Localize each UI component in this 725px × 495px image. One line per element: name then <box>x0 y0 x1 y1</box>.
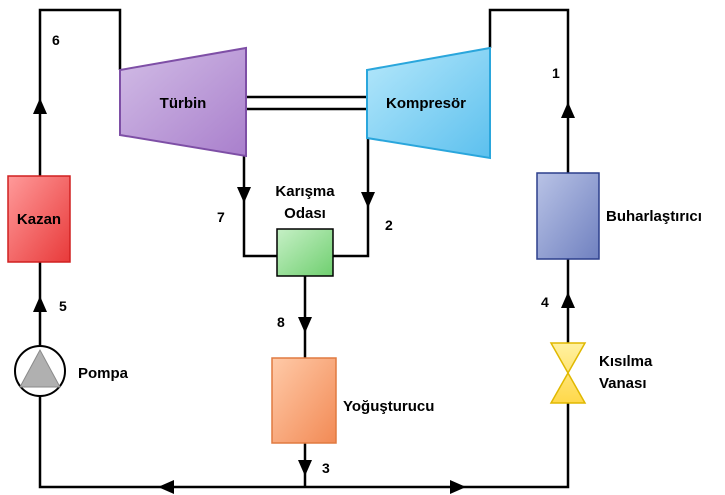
state-4-label: 4 <box>541 294 549 310</box>
pump-label: Pompa <box>78 365 129 382</box>
arrow-up-left-5-icon <box>33 296 47 312</box>
line-3-to-pump <box>38 395 300 489</box>
line-compressor-to-mixing <box>333 138 370 258</box>
valve-label-line2: Vanası <box>599 375 647 392</box>
arrow-down-3-icon <box>298 460 312 476</box>
pump-triangle-icon <box>19 348 61 388</box>
mixing-chamber-label-line2: Odası <box>284 205 326 222</box>
flow-arrows <box>33 98 575 494</box>
state-1-label: 1 <box>552 65 560 81</box>
pump: Pompa <box>14 345 129 397</box>
boiler: Kazan <box>7 175 71 263</box>
line-3-to-valve <box>300 403 570 489</box>
turbine: Türbin <box>119 46 247 158</box>
turbine-body <box>119 46 247 158</box>
state-7-label: 7 <box>217 209 225 225</box>
throttle-valve: Kısılma Vanası <box>549 342 653 404</box>
valve-body-icon <box>549 342 587 404</box>
boiler-body <box>7 175 71 263</box>
condenser-body <box>271 357 337 444</box>
line-boiler-to-turbine <box>38 8 122 176</box>
line-turbine-to-mixing <box>242 152 277 258</box>
evaporator-label: Buharlaştırıcı <box>606 208 702 225</box>
condenser: Yoğuşturucu <box>271 357 434 444</box>
condenser-label: Yoğuşturucu <box>343 398 434 415</box>
arrow-down-8-icon <box>298 317 312 333</box>
compressor-label: Kompresör <box>386 95 466 112</box>
arrow-left-bottom-icon <box>158 480 174 494</box>
arrow-up-right-4-icon <box>561 292 575 308</box>
state-8-label: 8 <box>277 314 285 330</box>
arrow-down-7-icon <box>237 187 251 203</box>
compressor: Kompresör <box>366 46 491 160</box>
arrow-up-left-6-icon <box>33 98 47 114</box>
mixing-chamber-label-line1: Karışma <box>275 183 335 200</box>
compressor-body <box>366 46 491 160</box>
mixing-chamber: Karışma Odası <box>275 183 335 277</box>
arrow-up-right-1-icon <box>561 102 575 118</box>
turbine-label: Türbin <box>160 95 207 112</box>
state-labels: 1 2 3 4 5 6 7 8 <box>52 32 560 476</box>
state-2-label: 2 <box>385 217 393 233</box>
line-evaporator-to-compressor <box>488 8 570 173</box>
evaporator: Buharlaştırıcı <box>536 172 702 260</box>
boiler-label: Kazan <box>17 211 61 228</box>
evaporator-body <box>536 172 600 260</box>
state-5-label: 5 <box>59 298 67 314</box>
valve-label-line1: Kısılma <box>599 353 653 370</box>
mixing-chamber-body <box>276 228 334 277</box>
arrow-right-bottom-icon <box>450 480 466 494</box>
state-6-label: 6 <box>52 32 60 48</box>
arrow-down-2-icon <box>361 192 375 208</box>
state-3-label: 3 <box>322 460 330 476</box>
